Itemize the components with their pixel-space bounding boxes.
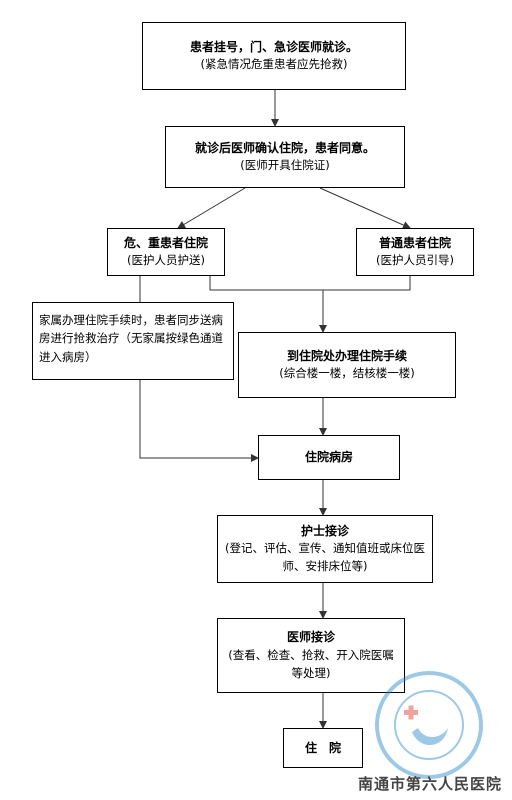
step-nurse: 护士接诊 (登记、评估、宣传、通知值班或床位医师、安排床位等) [217, 515, 433, 583]
step-critical-note: (医护人员护送) [127, 253, 205, 268]
step-nurse-title: 护士接诊 [300, 523, 349, 538]
step-ordinary-note: (医护人员引导) [376, 253, 454, 268]
step-doctor: 医师接诊 (查看、检查、抢救、开入院医嘱等处理) [217, 618, 405, 693]
arrow-2-critical [177, 187, 246, 229]
step-registration: 患者挂号，门、急诊医师就诊。 (紧急情况危重患者应先抢救) [142, 22, 406, 90]
step-admission-title: 到住院处办理住院手续 [286, 348, 407, 363]
step-confirm-note: (医师开具住院证) [240, 158, 330, 173]
hospital-name-footer: 南通市第六人民医院 [357, 775, 502, 793]
step-doctor-note: (查看、检查、抢救、开入院医嘱等处理) [228, 647, 394, 680]
step-registration-note: (紧急情况危重患者应先抢救) [200, 57, 348, 72]
step-critical: 危、重患者住院 (医护人员护送) [107, 228, 225, 276]
arrow-family-ward [139, 380, 259, 462]
step-admission-note: (综合楼一楼，结核楼一楼) [279, 366, 415, 381]
connector-critical-admission [209, 276, 411, 291]
arrow-2-ordinary [319, 187, 411, 229]
step-confirm-title: 就诊后医师确认住院，患者同意。 [194, 140, 375, 155]
step-final-title: 住 院 [304, 740, 341, 755]
step-admission: 到住院处办理住院手续 (综合楼一楼，结核楼一楼) [238, 332, 456, 398]
step-confirm: 就诊后医师确认住院，患者同意。 (医师开具住院证) [165, 126, 405, 188]
step-ward: 住院病房 [258, 435, 400, 480]
step-ordinary: 普通患者住院 (医护人员引导) [356, 228, 474, 276]
step-nurse-note: (登记、评估、宣传、通知值班或床位医师、安排床位等) [225, 541, 425, 574]
step-ward-title: 住院病房 [304, 450, 353, 465]
step-family-text: 家属办理住院手续时，患者同步送病房进行抢救治疗（无家属按绿色通道进入病房） [39, 313, 223, 364]
step-family: 家属办理住院手续时，患者同步送病房进行抢救治疗（无家属按绿色通道进入病房） [32, 302, 234, 380]
hospital-logo-icon [375, 671, 483, 779]
step-ordinary-title: 普通患者住院 [378, 235, 451, 250]
step-final: 住 院 [283, 728, 363, 768]
step-critical-title: 危、重患者住院 [123, 235, 208, 250]
step-doctor-title: 医师接诊 [286, 630, 335, 645]
step-registration-title: 患者挂号，门、急诊医师就诊。 [189, 39, 358, 54]
